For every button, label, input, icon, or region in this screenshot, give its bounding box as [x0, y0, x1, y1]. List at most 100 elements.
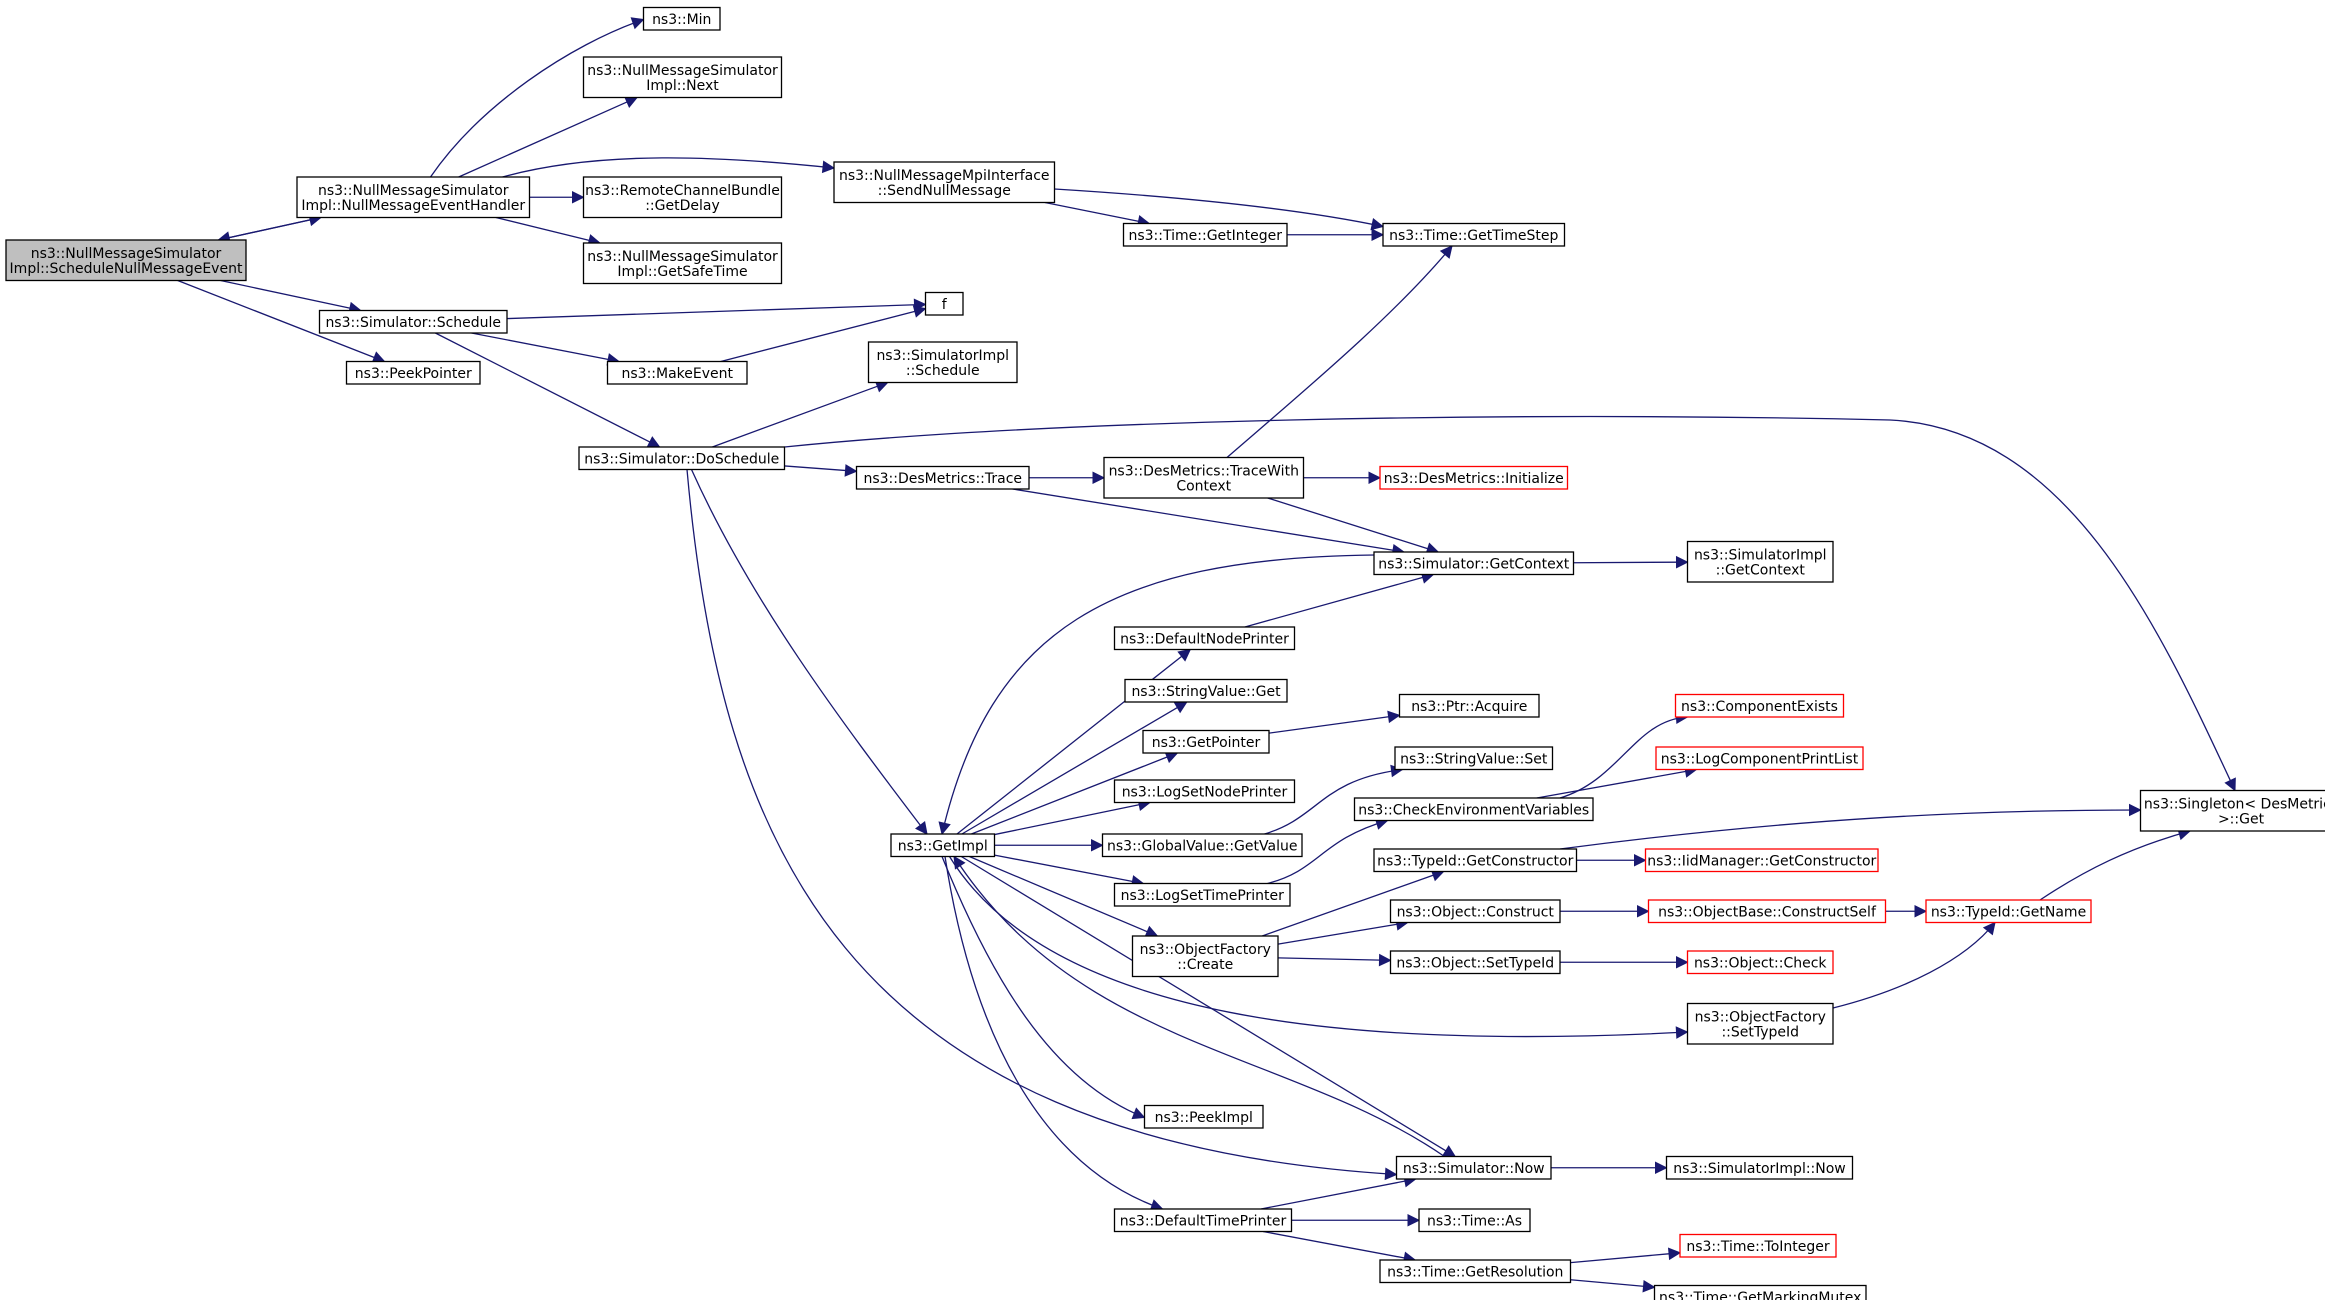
node-getimpl[interactable]: ns3::GetImpl: [890, 833, 996, 858]
node-simulatornow[interactable]: ns3::Simulator::Now: [1395, 1155, 1552, 1180]
node-objectfactorysettypeid[interactable]: ns3::ObjectFactory::SetTypeId: [1686, 1002, 1834, 1045]
node-gettimestep[interactable]: ns3::Time::GetTimeStep: [1382, 222, 1566, 247]
node-timetointeger[interactable]: ns3::Time::ToInteger: [1679, 1233, 1837, 1258]
node-logcomponentprintlist[interactable]: ns3::LogComponentPrintList: [1655, 746, 1864, 771]
node-box: [1131, 935, 1279, 978]
node-label: ns3::SimulatorImpl::Now: [1673, 1161, 1846, 1177]
node-label: ns3::DefaultTimePrinter: [1120, 1213, 1287, 1229]
node-globalvaluegetvalue[interactable]: ns3::GlobalValue::GetValue: [1101, 833, 1303, 858]
node-label: ns3::TypeId::GetName: [1931, 904, 2086, 920]
node-handler[interactable]: ns3::NullMessageSimulatorImpl::NullMessa…: [296, 176, 531, 219]
node-initialize[interactable]: ns3::DesMetrics::Initialize: [1379, 465, 1569, 490]
node-label: ns3::DefaultNodePrinter: [1120, 631, 1289, 647]
node-box: [1382, 222, 1566, 247]
node-schedule[interactable]: ns3::Simulator::Schedule: [318, 309, 508, 334]
edge-checkenv-to-logcomponentprintlist: [1536, 765, 1698, 799]
node-singletonget[interactable]: ns3::Singleton< DesMetrics >::Get: [2139, 789, 2325, 832]
node-objectsettypeid[interactable]: ns3::Object::SetTypeId: [1389, 950, 1561, 975]
node-box: [582, 242, 783, 285]
edge-getpointer-to-ptracquire: [1268, 710, 1401, 734]
node-makeevent[interactable]: ns3::MakeEvent: [606, 360, 748, 385]
node-box: [1113, 1208, 1293, 1233]
node-label: ns3::Simulator::Now: [1403, 1161, 1545, 1177]
node-timegetresolution[interactable]: ns3::Time::GetResolution: [1379, 1259, 1572, 1284]
node-min[interactable]: ns3::Min: [642, 6, 721, 31]
node-box: [1379, 1259, 1572, 1284]
node-box: [1379, 465, 1569, 490]
node-sendnull[interactable]: ns3::NullMessageMpiInterface::SendNullMe…: [833, 161, 1056, 204]
node-label: ns3::LogSetNodePrinter: [1122, 784, 1288, 800]
node-label: ns3::LogComponentPrintList: [1661, 751, 1859, 767]
node-checkenv[interactable]: ns3::CheckEnvironmentVariables: [1353, 797, 1594, 822]
node-objectcheck[interactable]: ns3::Object::Check: [1686, 950, 1834, 975]
node-stringvalueset[interactable]: ns3::StringValue::Set: [1394, 746, 1554, 771]
node-timegetmarkingmutex[interactable]: ns3::Time::GetMarkingMutex: [1653, 1284, 1867, 1300]
node-componentexists[interactable]: ns3::ComponentExists: [1674, 693, 1845, 718]
node-trace[interactable]: ns3::DesMetrics::Trace: [855, 465, 1030, 490]
node-stringvalueget[interactable]: ns3::StringValue::Get: [1124, 678, 1288, 703]
node-iidmanagergetconstructor[interactable]: ns3::IidManager::GetConstructor: [1644, 848, 1879, 873]
node-box: [1389, 950, 1561, 975]
edge-sendnull-to-gettimestep: [1054, 188, 1385, 231]
edge-handler-to-sendnull: [502, 157, 836, 178]
edge-timegetresolution-to-timegetmarkingmutex: [1570, 1279, 1656, 1293]
node-box: [1373, 848, 1578, 873]
edge-getimpl-to-peekimpl: [941, 856, 1146, 1120]
node-label: ns3::ObjectFactory: [1140, 942, 1271, 958]
edge-tracewith-to-gettimestep: [1226, 245, 1453, 458]
edge-makeevent-to-f: [720, 305, 927, 363]
node-logsettimeprinter[interactable]: ns3::LogSetTimePrinter: [1113, 882, 1291, 907]
node-box: [1143, 1104, 1264, 1129]
edge-objectfactorycreate-to-objectsettypeid: [1277, 953, 1392, 967]
node-defaulttimeprinter[interactable]: ns3::DefaultTimePrinter: [1113, 1208, 1293, 1233]
node-logsetnodeprinter[interactable]: ns3::LogSetNodePrinter: [1113, 779, 1296, 804]
node-getsafetime[interactable]: ns3::NullMessageSimulatorImpl::GetSafeTi…: [582, 242, 783, 285]
edge-schedule-to-f: [506, 298, 927, 320]
edge-objectconstruct-to-objectbaseconstructself: [1560, 904, 1650, 918]
node-timeas[interactable]: ns3::Time::As: [1418, 1208, 1531, 1233]
node-label: ns3::GlobalValue::GetValue: [1107, 838, 1297, 854]
node-objectbaseconstructself[interactable]: ns3::ObjectBase::ConstructSelf: [1647, 899, 1887, 924]
node-box: [1686, 950, 1834, 975]
node-simimplschedule[interactable]: ns3::SimulatorImpl::Schedule: [867, 341, 1018, 384]
node-box: [1653, 1284, 1867, 1300]
node-defaultnodeprinter[interactable]: ns3::DefaultNodePrinter: [1113, 626, 1296, 651]
edge-defaulttimeprinter-to-timeas: [1291, 1213, 1421, 1227]
node-objectconstruct[interactable]: ns3::Object::Construct: [1389, 899, 1561, 924]
node-typeidgetconstructor[interactable]: ns3::TypeId::GetConstructor: [1373, 848, 1578, 873]
edge-handler-to-root: [217, 216, 322, 244]
node-root[interactable]: ns3::NullMessageSimulatorImpl::ScheduleN…: [5, 239, 247, 282]
node-getcontext[interactable]: ns3::Simulator::GetContext: [1373, 551, 1575, 576]
node-box: [867, 341, 1018, 384]
node-peekimpl[interactable]: ns3::PeekImpl: [1143, 1104, 1264, 1129]
node-label: ns3::IidManager::GetConstructor: [1647, 853, 1876, 869]
node-label: ns3::Min: [652, 12, 711, 28]
node-objectfactorycreate[interactable]: ns3::ObjectFactory::Create: [1131, 935, 1279, 978]
node-simulatorimplnow[interactable]: ns3::SimulatorImpl::Now: [1665, 1155, 1854, 1180]
node-box: [5, 239, 247, 282]
node-label: ::Create: [1177, 957, 1233, 973]
node-getdelay[interactable]: ns3::RemoteChannelBundle::GetDelay: [582, 176, 783, 219]
edge-getimpl-to-defaulttimeprinter: [944, 856, 1164, 1212]
node-label: ns3::Ptr::Acquire: [1411, 699, 1527, 715]
node-label: ns3::Object::Check: [1694, 955, 1827, 971]
edge-getimpl-to-globalvaluegetvalue: [994, 838, 1104, 852]
edge-schedule-to-doschedule: [435, 332, 661, 448]
node-doschedule[interactable]: ns3::Simulator::DoSchedule: [578, 446, 786, 471]
node-ptracquire[interactable]: ns3::Ptr::Acquire: [1398, 693, 1540, 718]
node-peekptr[interactable]: ns3::PeekPointer: [345, 360, 481, 385]
node-box: [1373, 551, 1575, 576]
node-f[interactable]: f: [924, 291, 964, 316]
node-label: ns3::NullMessageSimulator: [318, 183, 509, 199]
node-getinteger[interactable]: ns3::Time::GetInteger: [1122, 222, 1288, 247]
edge-root-to-schedule: [220, 279, 362, 315]
node-getpointer[interactable]: ns3::GetPointer: [1142, 729, 1270, 754]
edge-doschedule-to-trace: [784, 464, 858, 477]
node-box: [1665, 1155, 1854, 1180]
node-box: [924, 291, 964, 316]
node-box: [1142, 729, 1270, 754]
node-typeidgetname[interactable]: ns3::TypeId::GetName: [1925, 899, 2092, 924]
node-implgetcontext[interactable]: ns3::SimulatorImpl::GetContext: [1686, 540, 1834, 583]
